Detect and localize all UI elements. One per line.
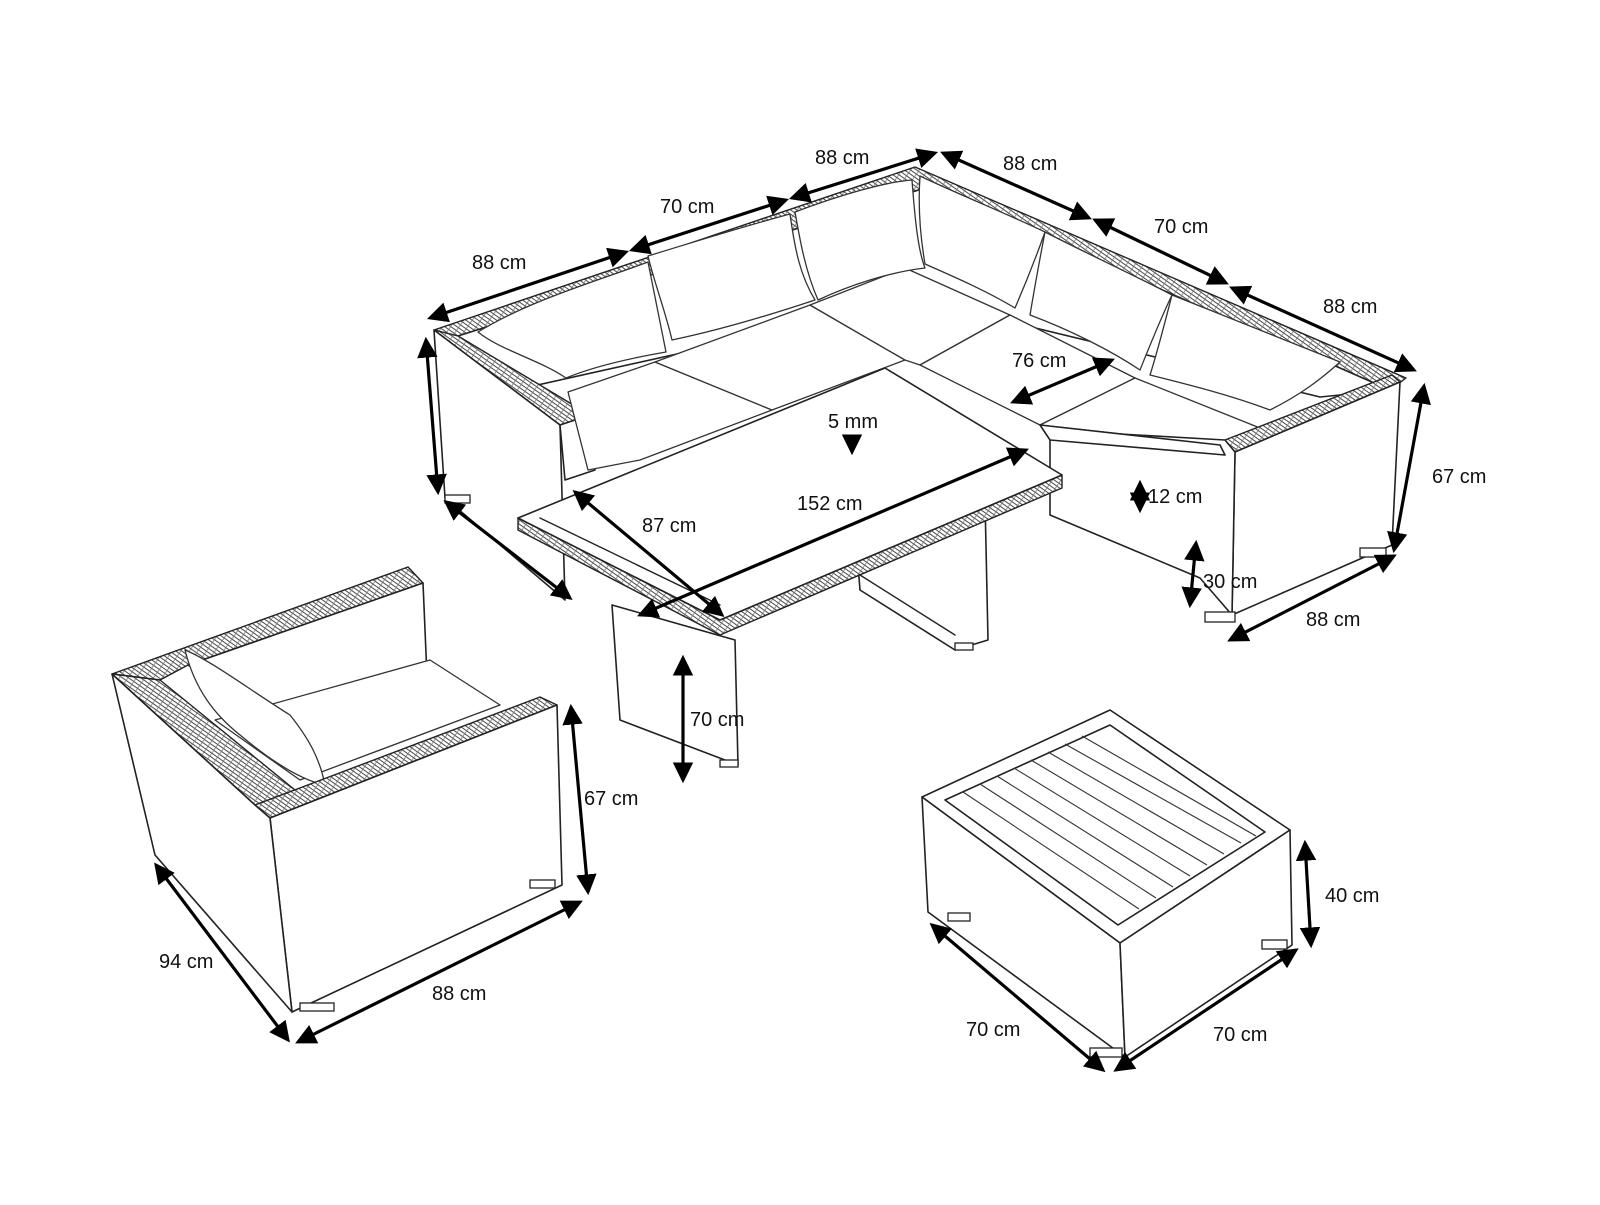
dimension-arrow [426, 247, 630, 323]
label-sofa-left-width: 88 cm [472, 252, 526, 274]
label-sofa-depth: 88 cm [1306, 609, 1360, 631]
stool-foot [947, 912, 971, 922]
label-sofa-right-middle: 70 cm [1154, 216, 1208, 238]
table-foot [719, 759, 739, 768]
label-sofa-corner-right: 88 cm [1003, 153, 1057, 175]
dimension-arrow [562, 703, 597, 896]
stool-foot [1261, 939, 1288, 950]
label-sofa-right-width: 88 cm [1323, 296, 1377, 318]
stool-slats [962, 735, 1257, 910]
label-seat-depth: 76 cm [1012, 350, 1066, 372]
armchair-foot [299, 1002, 335, 1012]
sofa-foot [1359, 547, 1387, 558]
dimension-arrow [295, 900, 583, 1044]
dimension-arrow [940, 150, 1092, 221]
dimension-arrow [572, 489, 725, 618]
label-cushion-height: 12 cm [1148, 486, 1202, 508]
label-sofa-height: 67 cm [1432, 466, 1486, 488]
label-sofa-middle-width: 70 cm [660, 196, 714, 218]
label-stool-height: 40 cm [1325, 885, 1379, 907]
dimension-arrow [1227, 554, 1397, 642]
dimension-arrow [929, 922, 1106, 1073]
label-stool-width: 70 cm [1213, 1024, 1267, 1046]
dimension-arrow [1181, 539, 1205, 609]
dimension-arrows [154, 148, 1431, 1073]
stool-foot [1089, 1047, 1123, 1058]
armchair-foot [529, 879, 556, 889]
label-stool-depth: 70 cm [966, 1019, 1020, 1041]
dimension-arrow [1113, 948, 1299, 1072]
label-sofa-corner-left: 88 cm [815, 147, 869, 169]
dimension-arrow [154, 862, 290, 1043]
dimension-labels: 88 cm 70 cm 88 cm 88 cm 70 cm 88 cm 76 c… [159, 147, 1486, 1046]
label-table-length: 152 cm [797, 493, 863, 515]
sofa-foot [1204, 611, 1236, 623]
dimension-arrow [1092, 218, 1229, 285]
dimension-arrow [443, 500, 573, 600]
dimension-arrow [1295, 839, 1321, 949]
dimension-arrow [1010, 357, 1115, 405]
stool [921, 709, 1293, 1058]
table-foot [954, 642, 974, 651]
dimension-arrow [628, 195, 790, 255]
label-armchair-width: 88 cm [432, 983, 486, 1005]
label-table-height: 70 cm [690, 709, 744, 731]
sofa-foot [444, 494, 471, 504]
label-seat-height: 30 cm [1203, 571, 1257, 593]
label-armchair-height: 67 cm [584, 788, 638, 810]
label-glass-thickness: 5 mm [828, 411, 878, 433]
sofa-seat-front-edge [1039, 424, 1226, 456]
label-armchair-depth: 94 cm [159, 951, 213, 973]
label-table-width: 87 cm [642, 515, 696, 537]
dimension-arrow [1387, 382, 1431, 554]
dimension-arrow [417, 336, 447, 496]
seat-cushion-left [567, 361, 773, 471]
dimension-arrow [788, 148, 939, 203]
dimension-arrow [1229, 285, 1417, 373]
